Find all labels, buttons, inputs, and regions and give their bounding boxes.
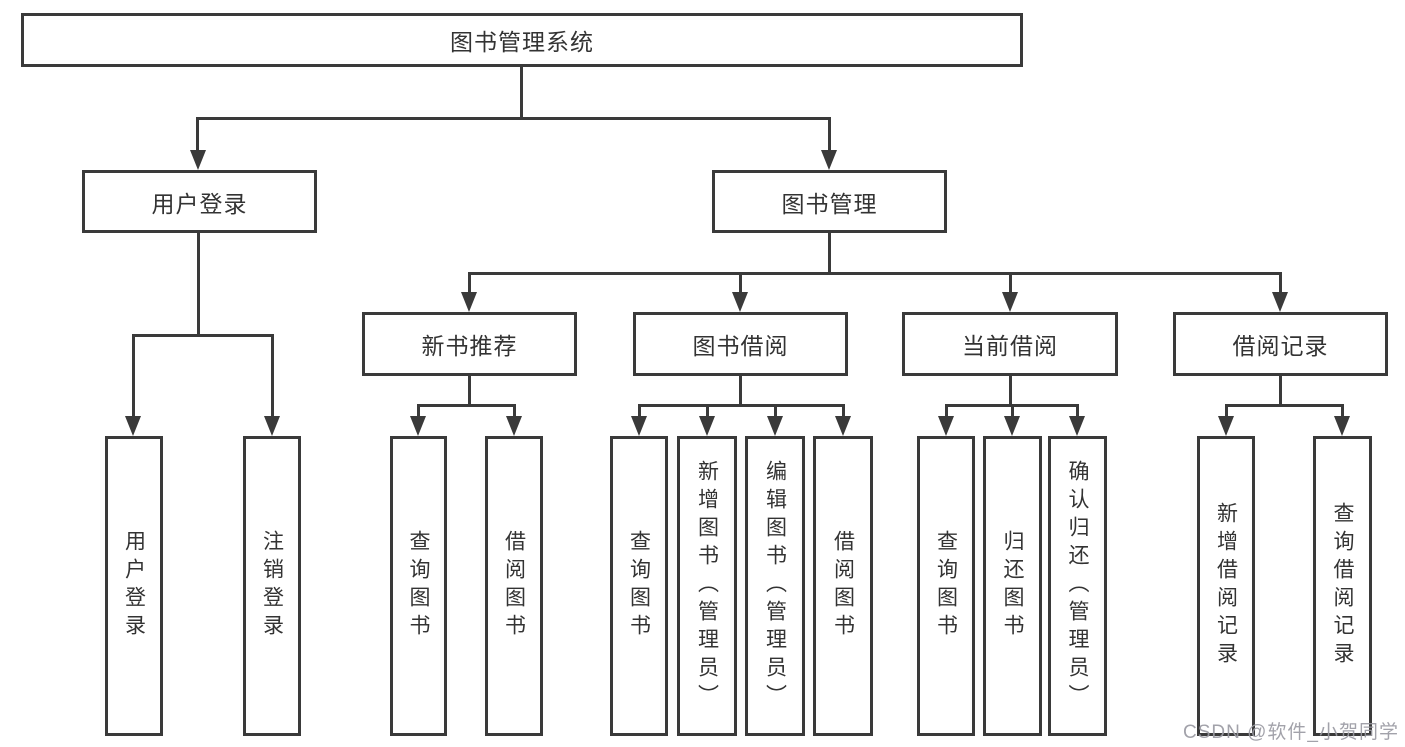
arrowhead-icon [1272, 292, 1288, 312]
connector-level2-bus [196, 117, 830, 120]
leaf-newrec-borrow-books-label: 借阅图书 [502, 530, 526, 642]
connector-drop-book-management [828, 117, 831, 152]
leaf-user-login-label: 用户登录 [122, 530, 146, 642]
connector-drop-bb-add [706, 404, 709, 418]
csdn-watermark: CSDN @软件_小贺同学 [1183, 722, 1399, 743]
node-book-management: 图书管理 [712, 170, 947, 233]
connector-nbr-trunk [468, 376, 471, 407]
connector-drop-cb-query [945, 404, 948, 418]
connector-drop-bb-query [638, 404, 641, 418]
leaf-bb-borrow-books: 借阅图书 [813, 436, 873, 736]
arrowhead-icon [835, 416, 851, 436]
arrowhead-icon [699, 416, 715, 436]
leaf-newrec-borrow-books: 借阅图书 [485, 436, 543, 736]
connector-level3-bus [468, 272, 1281, 275]
leaf-br-query-record: 查询借阅记录 [1313, 436, 1372, 736]
leaf-br-query-record-label: 查询借阅记录 [1331, 502, 1354, 670]
connector-user-login-bus [132, 334, 273, 337]
connector-drop-br-add [1225, 404, 1228, 418]
connector-drop-cb-return [1011, 404, 1014, 418]
node-root-label: 图书管理系统 [450, 29, 594, 55]
leaf-cb-confirm-return-admin-label: 确认归还（管理员） [1066, 460, 1089, 712]
connector-drop-new-book-rec [468, 272, 471, 294]
arrowhead-icon [767, 416, 783, 436]
leaf-user-login: 用户登录 [105, 436, 163, 736]
node-user-login: 用户登录 [82, 170, 317, 233]
connector-drop-book-borrow [739, 272, 742, 294]
node-new-book-recommendation: 新书推荐 [362, 312, 577, 376]
node-new-book-recommendation-label: 新书推荐 [421, 333, 518, 359]
connector-drop-br-query [1341, 404, 1344, 418]
connector-drop-cb-confirm [1076, 404, 1079, 418]
arrowhead-icon [732, 292, 748, 312]
arrowhead-icon [631, 416, 647, 436]
arrowhead-icon [1004, 416, 1020, 436]
leaf-newrec-query-books: 查询图书 [390, 436, 447, 736]
node-borrowing-records: 借阅记录 [1173, 312, 1388, 376]
connector-drop-leaf-logout [271, 334, 274, 418]
arrowhead-icon [821, 150, 837, 170]
leaf-cb-query-books-label: 查询图书 [934, 530, 958, 642]
connector-br-trunk [1279, 376, 1282, 407]
leaf-bb-add-books-admin: 新增图书（管理员） [677, 436, 737, 736]
node-book-borrowing-label: 图书借阅 [692, 333, 789, 359]
leaf-br-add-record: 新增借阅记录 [1197, 436, 1255, 736]
leaf-bb-edit-books-admin-label: 编辑图书（管理员） [763, 460, 787, 712]
connector-book-mgmt-trunk [828, 233, 831, 275]
leaf-bb-add-books-admin-label: 新增图书（管理员） [695, 460, 719, 712]
connector-drop-nbr-borrow [513, 404, 516, 418]
leaf-logout-label: 注销登录 [260, 530, 284, 642]
arrowhead-icon [938, 416, 954, 436]
connector-bb-trunk [739, 376, 742, 407]
leaf-bb-query-books-label: 查询图书 [627, 530, 651, 642]
arrowhead-icon [190, 150, 206, 170]
leaf-bb-edit-books-admin: 编辑图书（管理员） [745, 436, 805, 736]
leaf-cb-query-books: 查询图书 [917, 436, 975, 736]
arrowhead-icon [461, 292, 477, 312]
connector-drop-current-borrow [1009, 272, 1012, 294]
leaf-cb-confirm-return-admin: 确认归还（管理员） [1048, 436, 1107, 736]
leaf-cb-return-books-label: 归还图书 [1001, 530, 1024, 642]
leaf-bb-borrow-books-label: 借阅图书 [831, 530, 855, 642]
node-current-borrowing-label: 当前借阅 [962, 333, 1058, 359]
connector-nbr-bus [417, 404, 516, 407]
node-book-borrowing: 图书借阅 [633, 312, 848, 376]
arrowhead-icon [1002, 292, 1018, 312]
connector-drop-user-login [196, 117, 199, 152]
leaf-bb-query-books: 查询图书 [610, 436, 668, 736]
connector-drop-borrow-record [1279, 272, 1282, 294]
arrowhead-icon [410, 416, 426, 436]
arrowhead-icon [264, 416, 280, 436]
node-root: 图书管理系统 [21, 13, 1023, 67]
node-user-login-label: 用户登录 [151, 190, 248, 217]
connector-user-login-trunk [197, 233, 200, 337]
arrowhead-icon [1069, 416, 1085, 436]
leaf-logout: 注销登录 [243, 436, 301, 736]
connector-br-bus [1225, 404, 1344, 407]
connector-drop-bb-edit [774, 404, 777, 418]
connector-drop-leaf-login [132, 334, 135, 418]
leaf-newrec-query-books-label: 查询图书 [407, 530, 430, 642]
connector-bb-bus [638, 404, 844, 407]
connector-root-trunk [520, 67, 523, 118]
connector-drop-nbr-query [417, 404, 420, 418]
node-borrowing-records-label: 借阅记录 [1232, 333, 1329, 359]
leaf-br-add-record-label: 新增借阅记录 [1214, 502, 1238, 670]
connector-cb-trunk [1009, 376, 1012, 407]
arrowhead-icon [1334, 416, 1350, 436]
arrowhead-icon [125, 416, 141, 436]
arrowhead-icon [506, 416, 522, 436]
connector-drop-bb-borrow [842, 404, 845, 418]
arrowhead-icon [1218, 416, 1234, 436]
node-book-management-label: 图书管理 [781, 190, 878, 217]
leaf-cb-return-books: 归还图书 [983, 436, 1042, 736]
node-current-borrowing: 当前借阅 [902, 312, 1118, 376]
